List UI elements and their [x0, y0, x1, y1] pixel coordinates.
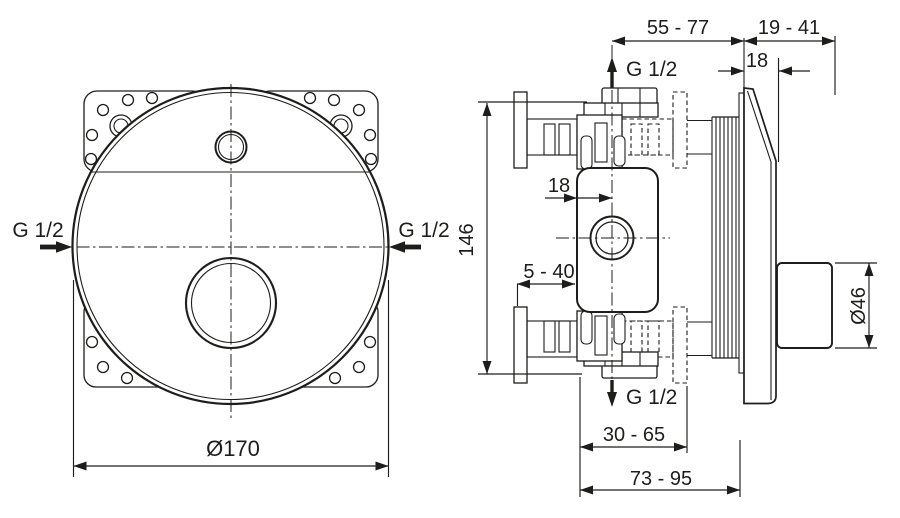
label-outlet-top: G 1/2	[626, 58, 677, 81]
pipe-band-bottom-left	[526, 320, 578, 358]
label-centerline-to-wall: 55 - 77	[647, 17, 709, 39]
top-union	[583, 87, 659, 118]
label-inlet-right: G 1/2	[398, 219, 449, 242]
label-height: 146	[456, 223, 478, 256]
front-view: G 1/2 G 1/2 Ø170	[12, 84, 450, 477]
dimension-trim-depth	[718, 58, 810, 162]
body-top-column	[576, 114, 626, 170]
connector-pipes	[687, 119, 712, 357]
inlet-arrow-right-icon	[389, 241, 421, 253]
escutcheon	[743, 87, 777, 405]
label-wall-to-handle: 19 - 41	[758, 17, 820, 39]
pipe-band-top-left	[526, 118, 578, 156]
pipe-band-top-right	[621, 118, 674, 156]
label-outlet-bottom: G 1/2	[626, 386, 677, 409]
label-total-depth: 73 - 95	[630, 468, 692, 490]
dimension-handle-diameter	[835, 262, 877, 349]
dimension-plaster-range	[516, 279, 575, 306]
wall-plate-rear-top	[672, 91, 688, 169]
outlet-arrow-bottom-icon	[607, 380, 617, 407]
dimension-centerline-to-wall	[612, 36, 744, 46]
handle-knob	[776, 262, 833, 349]
wall-plate-rear-bottom	[672, 306, 688, 384]
threaded-sleeve	[711, 92, 745, 374]
label-handle-diameter: Ø46	[848, 287, 870, 325]
valve-body	[576, 167, 659, 313]
dimension-body-in-wall	[580, 386, 688, 453]
dimension-faceplate-diameter	[72, 280, 390, 477]
side-view: 55 - 77 19 - 41 18 G 1/2 146 18 5 - 40 G…	[456, 17, 877, 497]
label-body-in-wall: 30 - 65	[603, 424, 665, 446]
dimension-height	[478, 101, 587, 375]
label-body-to-centerline: 18	[548, 175, 570, 197]
dimension-wall-to-handle	[744, 36, 836, 95]
label-trim-depth: 18	[746, 50, 768, 72]
dimension-total-depth	[579, 377, 741, 497]
label-faceplate-diameter: Ø170	[206, 436, 260, 461]
label-plaster-range: 5 - 40	[523, 261, 574, 283]
outlet-arrow-top-icon	[607, 57, 617, 88]
label-inlet-left: G 1/2	[12, 219, 63, 242]
dimension-body-to-centerline	[545, 193, 612, 203]
wall-plate-front-top	[513, 91, 528, 169]
body-bottom-column	[576, 310, 626, 362]
inlet-arrow-left-icon	[40, 241, 72, 253]
wall-plate-front-bottom	[513, 306, 528, 384]
